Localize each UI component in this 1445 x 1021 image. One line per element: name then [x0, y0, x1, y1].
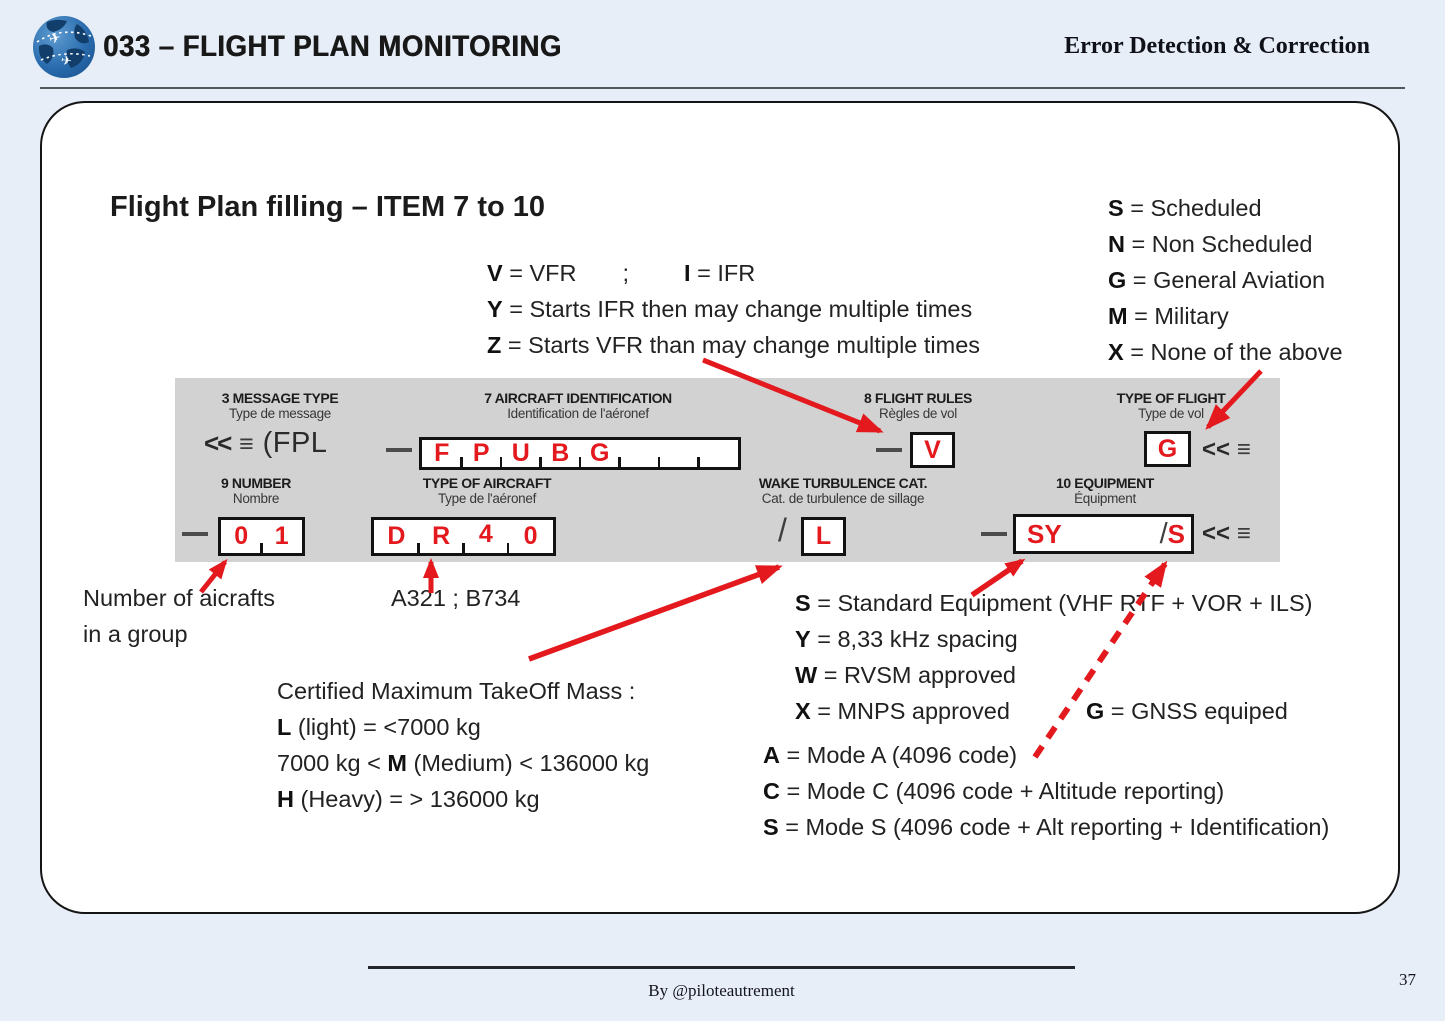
legend-line: S = Mode S (4096 code + Alt reporting + … [763, 814, 1330, 840]
legend-line: S = Scheduled [1108, 195, 1262, 221]
wake-turbulence-box: L [801, 517, 846, 556]
end-of-line-marks: << ≡ [1202, 436, 1251, 464]
field-label-equipment: 10 EQUIPMENT [1056, 475, 1154, 491]
aircraft-id-box: F P U B G [419, 437, 741, 470]
aircraft-id-cell [620, 440, 660, 467]
note-line: H (Heavy) = > 136000 kg [277, 786, 540, 812]
number-box: 0 1 [218, 517, 305, 556]
legend-line: S = Standard Equipment (VHF RTF + VOR + … [795, 590, 1313, 616]
aircraft-id-cell: P [462, 439, 502, 467]
field-sublabel-aircraft-id: Identification de l'aéronef [507, 406, 649, 421]
flight-rules-box: V [910, 432, 955, 468]
field-label-type-of-aircraft: TYPE OF AIRCRAFT [422, 475, 552, 491]
field-dash [876, 448, 902, 452]
field-label-type-of-flight: TYPE OF FLIGHT [1116, 390, 1226, 406]
aircraft-type-note: A321 ; B734 [391, 585, 521, 611]
type-of-aircraft-cell: R [419, 520, 465, 553]
legend-line: V = VFR;I = IFR [487, 260, 756, 286]
aircraft-id-cell: F [422, 439, 462, 467]
field-label-aircraft-id: 7 AIRCRAFT IDENTIFICATION [484, 390, 672, 406]
legend-line: Z = Starts VFR than may change multiple … [487, 332, 981, 358]
flight-rules-value: V [924, 435, 941, 464]
mtom-note: Certified Maximum TakeOff Mass : L (ligh… [277, 673, 649, 817]
type-of-aircraft-box: D R 4 0 [371, 517, 556, 556]
legend-line: X = MNPS approved [795, 698, 1010, 724]
legend-line: C = Mode C (4096 code + Altitude reporti… [763, 778, 1225, 804]
chevron-marks: << [204, 428, 232, 458]
flight-rules-legend: V = VFR;I = IFR Y = Starts IFR then may … [487, 255, 980, 363]
field-sublabel-equipment: Équipment [1074, 491, 1136, 506]
type-of-flight-legend: S = Scheduled N = Non Scheduled G = Gene… [1108, 190, 1343, 370]
chevron-marks: << [1202, 520, 1231, 547]
note-line: Certified Maximum TakeOff Mass : [277, 678, 636, 704]
field-dash [981, 532, 1007, 536]
equipment-slash: / [1159, 517, 1168, 550]
globe-logo-icon: ✈ ✈ [33, 16, 95, 78]
note-line: in a group [83, 621, 188, 647]
aircraft-id-cell [699, 440, 739, 467]
equipment-box: SY /S [1013, 514, 1194, 554]
field-sublabel-type-of-flight: Type de vol [1138, 406, 1204, 421]
wake-slash: / [778, 512, 787, 548]
note-line: Number of aicrafts [83, 585, 275, 611]
triple-bar-mark: ≡ [1236, 520, 1251, 547]
plane-icon: ✈ [47, 29, 62, 47]
number-cell: 1 [274, 522, 289, 550]
number-note: Number of aicrafts in a group [83, 580, 275, 652]
page-number: 37 [1399, 970, 1416, 989]
legend-line: A = Mode A (4096 code) [763, 742, 1018, 768]
transponder-legend: A = Mode A (4096 code) C = Mode C (4096 … [763, 737, 1329, 845]
end-of-line-marks: << ≡ [1202, 520, 1251, 548]
chevron-marks: << [1202, 436, 1231, 463]
field-sublabel-number: Nombre [232, 491, 280, 506]
legend-line: M = Military [1108, 303, 1229, 329]
note-line: 7000 kg < M (Medium) < 136000 kg [277, 750, 650, 776]
plane-icon: ✈ [60, 52, 73, 68]
legend-line: X = None of the above [1108, 339, 1343, 365]
chapter-title: Error Detection & Correction [1064, 33, 1370, 59]
aircraft-id-cell [659, 440, 699, 467]
type-of-flight-box: G [1144, 431, 1191, 467]
aircraft-id-cell: B [541, 439, 581, 467]
fpl-open-text: (FPL [262, 427, 328, 459]
footer-credit: By @piloteautrement [648, 981, 795, 1000]
legend-line: G = General Aviation [1108, 267, 1326, 293]
field-sublabel-message-type: Type de message [228, 406, 332, 421]
aircraft-id-cell: G [580, 439, 620, 467]
field-label-message-type: 3 MESSAGE TYPE [221, 390, 339, 406]
triple-bar-mark: ≡ [238, 430, 255, 458]
field-sublabel-wake-turbulence: Cat. de turbulence de sillage [761, 491, 925, 506]
number-cell: 0 [221, 520, 262, 553]
gnss-note: G = GNSS equiped [1086, 698, 1288, 724]
field-label-flight-rules: 8 FLIGHT RULES [864, 390, 972, 406]
type-of-flight-value: G [1157, 434, 1178, 463]
field-sublabel-type-of-aircraft: Type de l'aéronef [437, 491, 537, 506]
wake-turbulence-value: L [815, 522, 832, 550]
type-of-aircraft-cell: 0 [523, 522, 538, 550]
type-of-aircraft-cell: 4 [464, 520, 509, 553]
field-label-wake-turbulence: WAKE TURBULENCE CAT. [758, 475, 928, 491]
aircraft-id-cell: U [501, 439, 541, 467]
field-sublabel-flight-rules: Règles de vol [879, 406, 957, 421]
fpl-open-marks: << ≡ (FPL [204, 427, 327, 460]
field-dash [182, 532, 208, 536]
field-dash [386, 448, 412, 452]
legend-line: Y = 8,33 kHz spacing [795, 626, 1018, 652]
legend-line: W = RVSM approved [795, 662, 1016, 688]
triple-bar-mark: ≡ [1236, 436, 1251, 463]
legend-line: N = Non Scheduled [1108, 231, 1313, 257]
legend-line: Y = Starts IFR then may change multiple … [487, 296, 973, 322]
header-divider [40, 87, 1405, 89]
equipment-value: SY [1027, 518, 1062, 549]
equipment-transponder-group: /S [1160, 518, 1185, 551]
note-line: L (light) = <7000 kg [277, 714, 481, 740]
footer-divider [368, 966, 1075, 969]
transponder-value: S [1167, 518, 1185, 549]
course-title: 033 – FLIGHT PLAN MONITORING [103, 30, 562, 63]
field-label-number: 9 NUMBER [221, 475, 291, 491]
slide-title: Flight Plan filling – ITEM 7 to 10 [110, 191, 546, 223]
type-of-aircraft-cell: D [374, 520, 420, 553]
